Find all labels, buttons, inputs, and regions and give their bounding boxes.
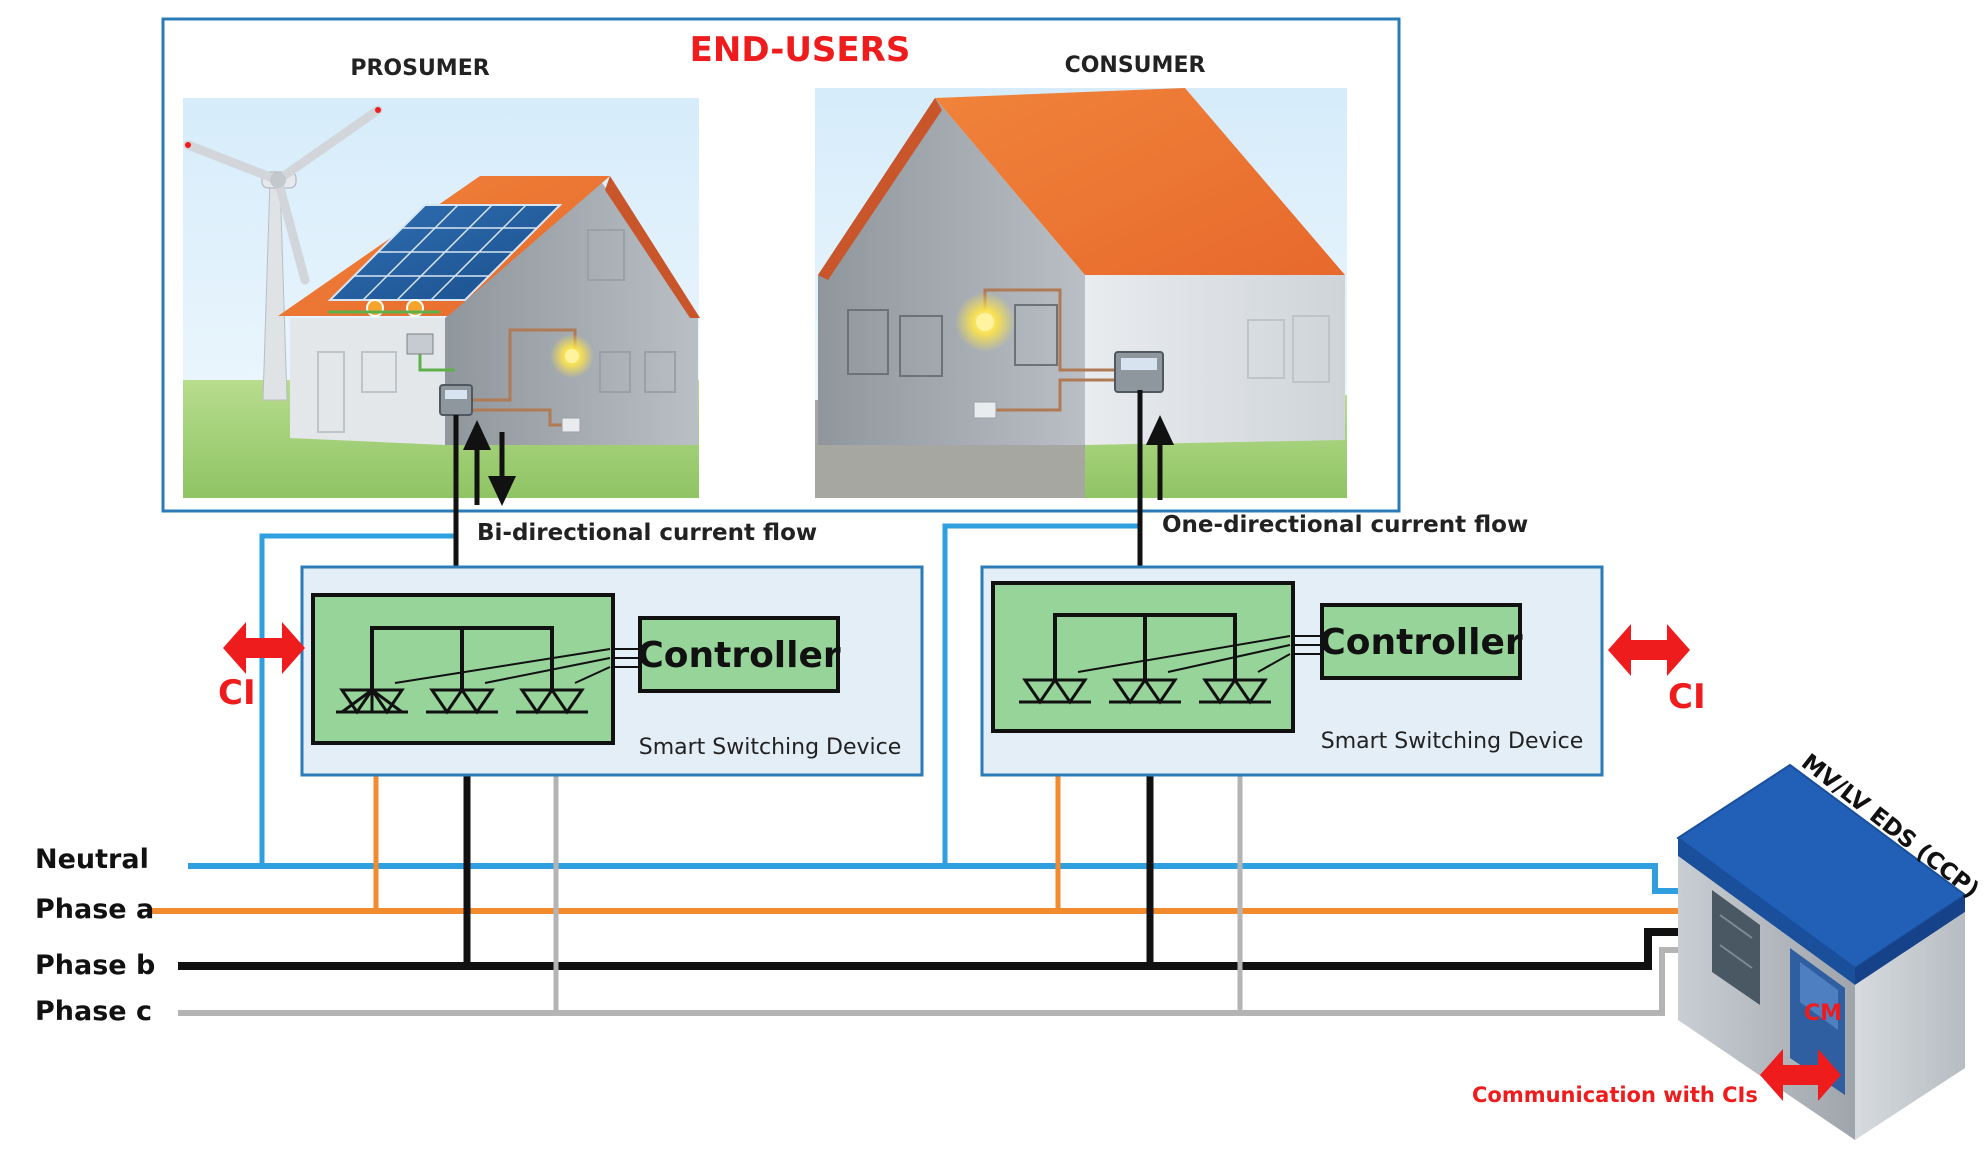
prosumer-house-illustration bbox=[183, 98, 700, 498]
thyristor-icon bbox=[516, 688, 588, 715]
consumer-house-illustration bbox=[815, 88, 1347, 498]
neutral-label: Neutral bbox=[35, 844, 149, 875]
phase-a-label: Phase a bbox=[35, 894, 154, 925]
phase-b-line bbox=[178, 928, 1680, 970]
controller-box-left bbox=[638, 616, 840, 693]
thyristor-icon bbox=[1109, 678, 1181, 705]
smart-switching-device-right: Controller Smart Switching Device bbox=[980, 565, 1604, 777]
thyristor-icon bbox=[1199, 678, 1271, 705]
onedirectional-arrow-icon bbox=[1146, 415, 1174, 500]
ci-label-right: CI bbox=[1668, 677, 1706, 717]
ssd-label-right: Smart Switching Device bbox=[1321, 729, 1584, 754]
communication-arrow-icon bbox=[1760, 1049, 1841, 1101]
ci-label-left: CI bbox=[218, 673, 256, 713]
consumer-meter-icon bbox=[1114, 351, 1164, 393]
ssd-label-left: Smart Switching Device bbox=[639, 735, 902, 760]
thyristor-icon bbox=[426, 688, 498, 715]
phase-c-line bbox=[178, 947, 1680, 1016]
thyristor-icon bbox=[1019, 678, 1091, 705]
phase-c-label: Phase c bbox=[35, 996, 152, 1027]
consumer-label: CONSUMER bbox=[1065, 53, 1206, 78]
wind-turbine-icon bbox=[183, 105, 383, 401]
controller-box-right bbox=[1320, 603, 1522, 680]
prosumer-label: PROSUMER bbox=[350, 56, 489, 81]
ci-arrow-left-icon bbox=[223, 622, 305, 674]
solar-panel-icon bbox=[327, 204, 563, 301]
bidirectional-arrow-icon bbox=[463, 420, 516, 506]
bidirectional-label: Bi-directional current flow bbox=[477, 520, 817, 546]
controller-label-left: Controller bbox=[637, 635, 841, 676]
thyristor-icon bbox=[336, 687, 408, 715]
phase-b-label: Phase b bbox=[35, 950, 155, 981]
prosumer-meter-icon bbox=[439, 384, 473, 416]
cm-label: CM bbox=[1804, 1001, 1842, 1026]
smart-switching-device-left: Controller Smart Switching Device bbox=[300, 565, 924, 777]
neutral-line bbox=[188, 863, 1680, 894]
communication-label: Communication with CIs bbox=[1472, 1083, 1758, 1107]
onedirectional-label: One-directional current flow bbox=[1162, 512, 1528, 538]
end-users-title: END-USERS bbox=[690, 30, 911, 70]
controller-label-right: Controller bbox=[1319, 622, 1523, 663]
ci-arrow-right-icon bbox=[1608, 624, 1690, 676]
